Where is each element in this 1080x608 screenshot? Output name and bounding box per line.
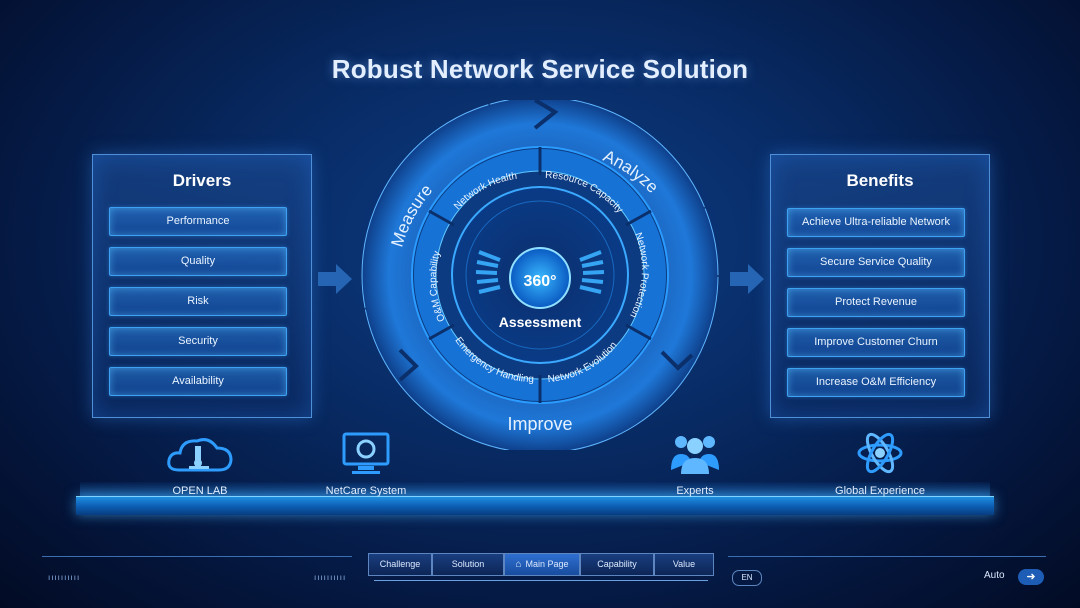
drivers-panel: Drivers Performance Quality Risk Securit… [92,154,312,418]
platform-edge [76,496,994,515]
tab-value[interactable]: Value [654,553,714,576]
atom-icon [857,432,903,474]
flow-arrow-left-icon [318,264,352,294]
flow-arrow-right-icon [730,264,764,294]
resource-open-lab[interactable]: OPEN LAB [150,430,250,497]
resource-label: Global Experience [835,485,925,497]
assessment-cycle-diagram: Measure Analyze Improve Network Health R… [361,100,719,450]
benefit-item-om-efficiency[interactable]: Increase O&M Efficiency [787,368,965,397]
center-value: 360° [523,273,556,290]
monitor-icon [342,432,390,474]
resource-label: NetCare System [325,485,407,497]
microscope-cloud-icon [167,438,233,472]
tab-challenge[interactable]: Challenge [368,553,432,576]
center-hub [509,247,571,309]
resource-experts[interactable]: Experts [650,430,740,497]
benefits-title: Benefits [846,171,914,190]
tab-main-page-label: Main Page [525,559,569,569]
tab-solution[interactable]: Solution [432,553,504,576]
resource-label: Experts [676,485,714,497]
driver-item-quality[interactable]: Quality [109,247,287,276]
improve-label: Improve [507,414,572,434]
home-icon: ⌂ [515,559,522,570]
tab-underline [374,580,708,581]
benefit-item-customer-churn[interactable]: Improve Customer Churn [787,328,965,357]
next-arrow-icon[interactable]: ➜ [1018,569,1044,585]
benefit-item-service-quality[interactable]: Secure Service Quality [787,248,965,277]
benefit-item-protect-revenue[interactable]: Protect Revenue [787,288,965,317]
autoplay-label[interactable]: Auto [984,570,1005,581]
people-group-icon [671,436,719,474]
tab-capability[interactable]: Capability [580,553,654,576]
platform-surface [80,482,990,496]
benefit-item-ultra-reliable[interactable]: Achieve Ultra-reliable Network [787,208,965,237]
page-title: Robust Network Service Solution [331,54,749,84]
driver-item-risk[interactable]: Risk [109,287,287,316]
resource-netcare-system[interactable]: NetCare System [316,430,416,497]
driver-item-security[interactable]: Security [109,327,287,356]
nav-divider-right [728,556,1046,557]
resource-global-experience[interactable]: Global Experience [820,430,940,497]
nav-divider-left [42,556,352,557]
tab-main-page[interactable]: ⌂Main Page [504,553,580,576]
drivers-title: Drivers [172,171,232,190]
benefits-panel: Benefits Achieve Ultra-reliable Network … [770,154,990,418]
resource-label: OPEN LAB [172,485,228,497]
progress-ticks-left: ıııııııııı [48,573,81,582]
driver-item-performance[interactable]: Performance [109,207,287,236]
driver-item-availability[interactable]: Availability [109,367,287,396]
language-button[interactable]: EN [732,570,762,586]
progress-ticks-right: ıııııııııı [314,573,347,582]
center-label: Assessment [499,314,582,330]
